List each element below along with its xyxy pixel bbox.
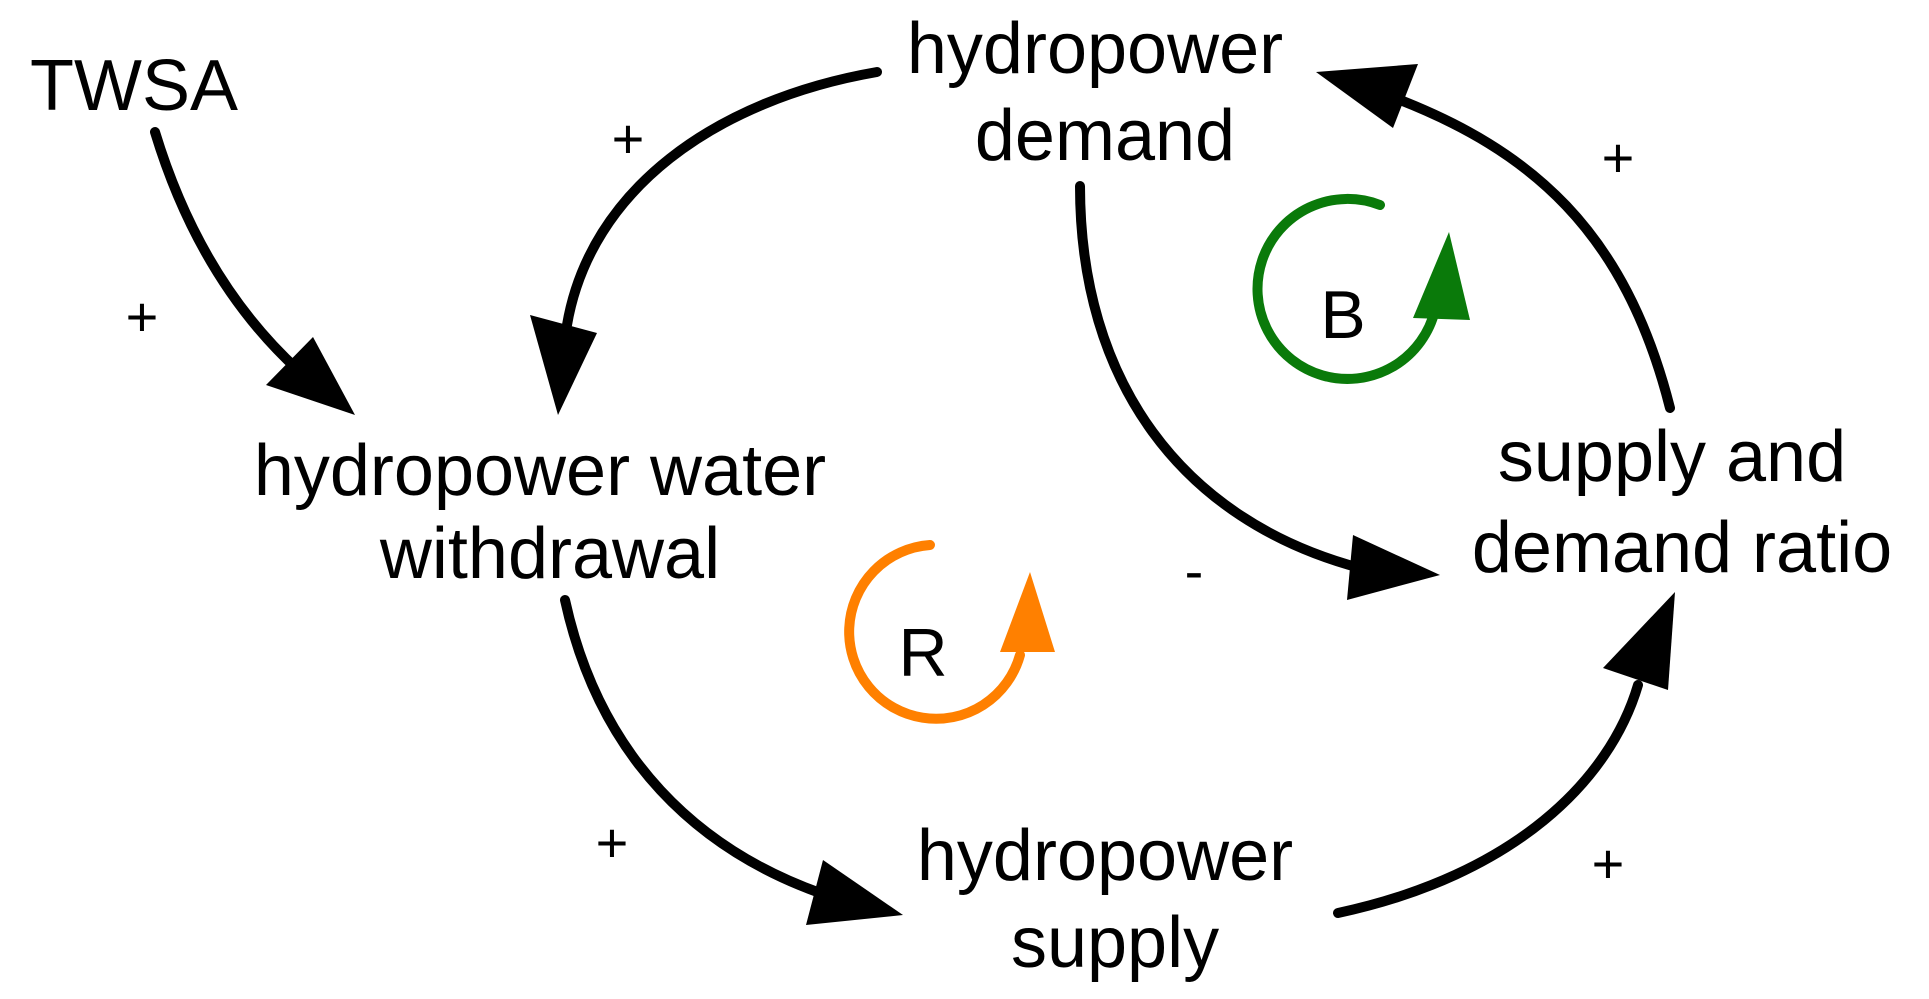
polarity-label: + (1592, 832, 1625, 895)
link-supply-to-ratio-curve (1333, 680, 1643, 918)
link-demand-to-withdrawal-curve (562, 67, 882, 330)
node-withdrawal-line-2: withdrawal (379, 514, 720, 594)
node-hydropower-demand-line-2: demand (975, 96, 1235, 176)
polarity-label: - (1185, 539, 1204, 602)
link-demand-to-withdrawal: + (530, 67, 882, 415)
link-twsa-to-withdrawal-curve (150, 127, 303, 375)
node-ratio-line-2: demand ratio (1472, 508, 1892, 588)
node-supply-and-demand-ratio: supply and demand ratio (1472, 417, 1892, 588)
node-twsa: TWSA (30, 46, 238, 126)
loop-label-r: R (898, 615, 947, 691)
arrowhead-icon (530, 315, 597, 415)
node-ratio-line-1: supply and (1498, 417, 1846, 497)
arrowhead-icon (806, 860, 903, 925)
node-twsa-line-1: TWSA (30, 46, 238, 126)
polarity-label: + (1602, 126, 1635, 189)
arrowhead-icon (1347, 535, 1440, 600)
node-hydropower-demand: hydropower demand (907, 9, 1303, 176)
polarity-label: + (126, 285, 159, 348)
arrowhead-icon (1413, 232, 1470, 320)
circular-arrow-icon (844, 540, 1025, 724)
polarity-label: + (596, 811, 629, 874)
link-ratio-to-demand: + (1316, 64, 1675, 413)
link-ratio-to-demand-curve (1390, 93, 1675, 413)
node-hydropower-water-withdrawal: hydropower water withdrawal (254, 431, 846, 594)
arrowhead-icon (1000, 572, 1055, 652)
link-supply-to-ratio: + (1333, 592, 1675, 918)
circular-arrow-icon (1252, 193, 1440, 384)
link-withdrawal-to-supply: + (560, 595, 903, 925)
arrowhead-icon (1603, 592, 1675, 690)
reinforcing-loop: R (844, 540, 1055, 724)
loop-label-b: B (1320, 277, 1365, 353)
node-hydropower-demand-line-1: hydropower (907, 9, 1283, 89)
link-twsa-to-withdrawal: + (126, 127, 355, 415)
node-supply-line-1: hydropower (917, 816, 1293, 896)
node-hydropower-supply: hydropower supply (917, 816, 1313, 983)
node-withdrawal-line-1: hydropower water (254, 431, 826, 511)
arrowhead-icon (266, 337, 355, 415)
link-demand-to-ratio: - (1075, 181, 1440, 602)
arrowhead-icon (1316, 64, 1418, 128)
link-withdrawal-to-supply-curve (560, 595, 825, 898)
link-demand-to-ratio-curve (1075, 181, 1365, 573)
polarity-label: + (612, 107, 645, 170)
node-supply-line-2: supply (1011, 903, 1219, 983)
balancing-loop: B (1252, 193, 1470, 384)
